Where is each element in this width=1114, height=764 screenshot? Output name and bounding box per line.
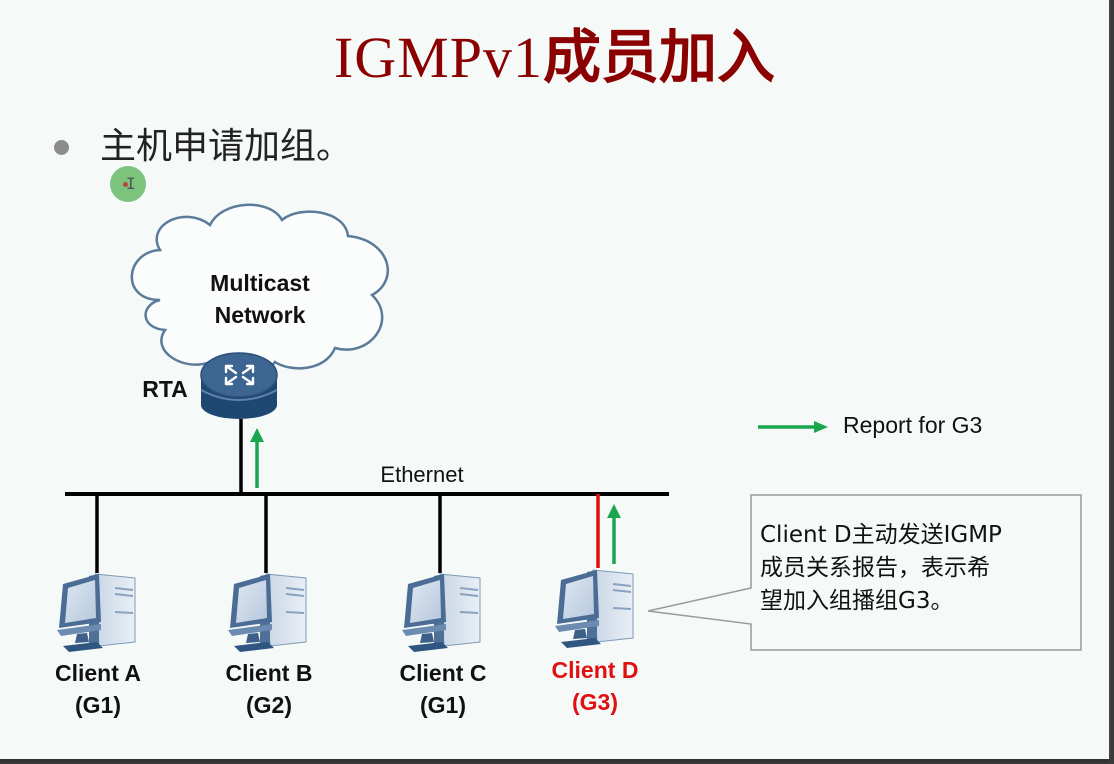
callout-box — [647, 494, 1082, 651]
router-label: RTA — [142, 376, 188, 402]
client-c-group: (G1) — [420, 692, 466, 718]
title-latin: IGMPv1 — [333, 25, 543, 90]
bullet-icon — [54, 140, 69, 155]
client-d-computer-icon — [554, 569, 634, 649]
client-d-group: (G3) — [572, 689, 618, 715]
callout-text: Client D主动发送IGMP 成员关系报告，表示希 望加入组播组G3。 — [760, 519, 1080, 618]
legend-label: Report for G3 — [843, 412, 983, 438]
client-d-name: Client D — [552, 657, 639, 683]
client-b-name: Client B — [226, 660, 313, 686]
ethernet-label: Ethernet — [380, 462, 463, 487]
callout-line: 望加入组播组G3。 — [760, 588, 954, 614]
title-cjk: 成员加入 — [543, 23, 776, 91]
client-a-name: Client A — [55, 660, 141, 686]
report-arrow-router — [250, 428, 264, 488]
client-c-name: Client C — [400, 660, 487, 686]
router-icon — [200, 352, 278, 419]
callout-line: Client D主动发送IGMP — [760, 522, 1002, 548]
client-a-group: (G1) — [75, 692, 121, 718]
cloud-shape — [130, 203, 390, 377]
mouse-cursor-icon: I — [110, 166, 146, 202]
legend-arrow-icon — [758, 421, 828, 433]
client-b-computer-icon — [227, 573, 307, 653]
report-arrow-client-d — [607, 504, 621, 564]
cloud-label-line2: Network — [215, 302, 306, 328]
client-b-group: (G2) — [246, 692, 292, 718]
slide-title: IGMPv1成员加入 — [0, 22, 1109, 93]
cloud-label-line1: Multicast — [210, 270, 310, 296]
client-a-computer-icon — [56, 573, 136, 653]
bullet-text: 主机申请加组。 — [100, 126, 353, 167]
callout-line: 成员关系报告，表示希 — [760, 555, 990, 581]
client-c-computer-icon — [401, 573, 481, 653]
